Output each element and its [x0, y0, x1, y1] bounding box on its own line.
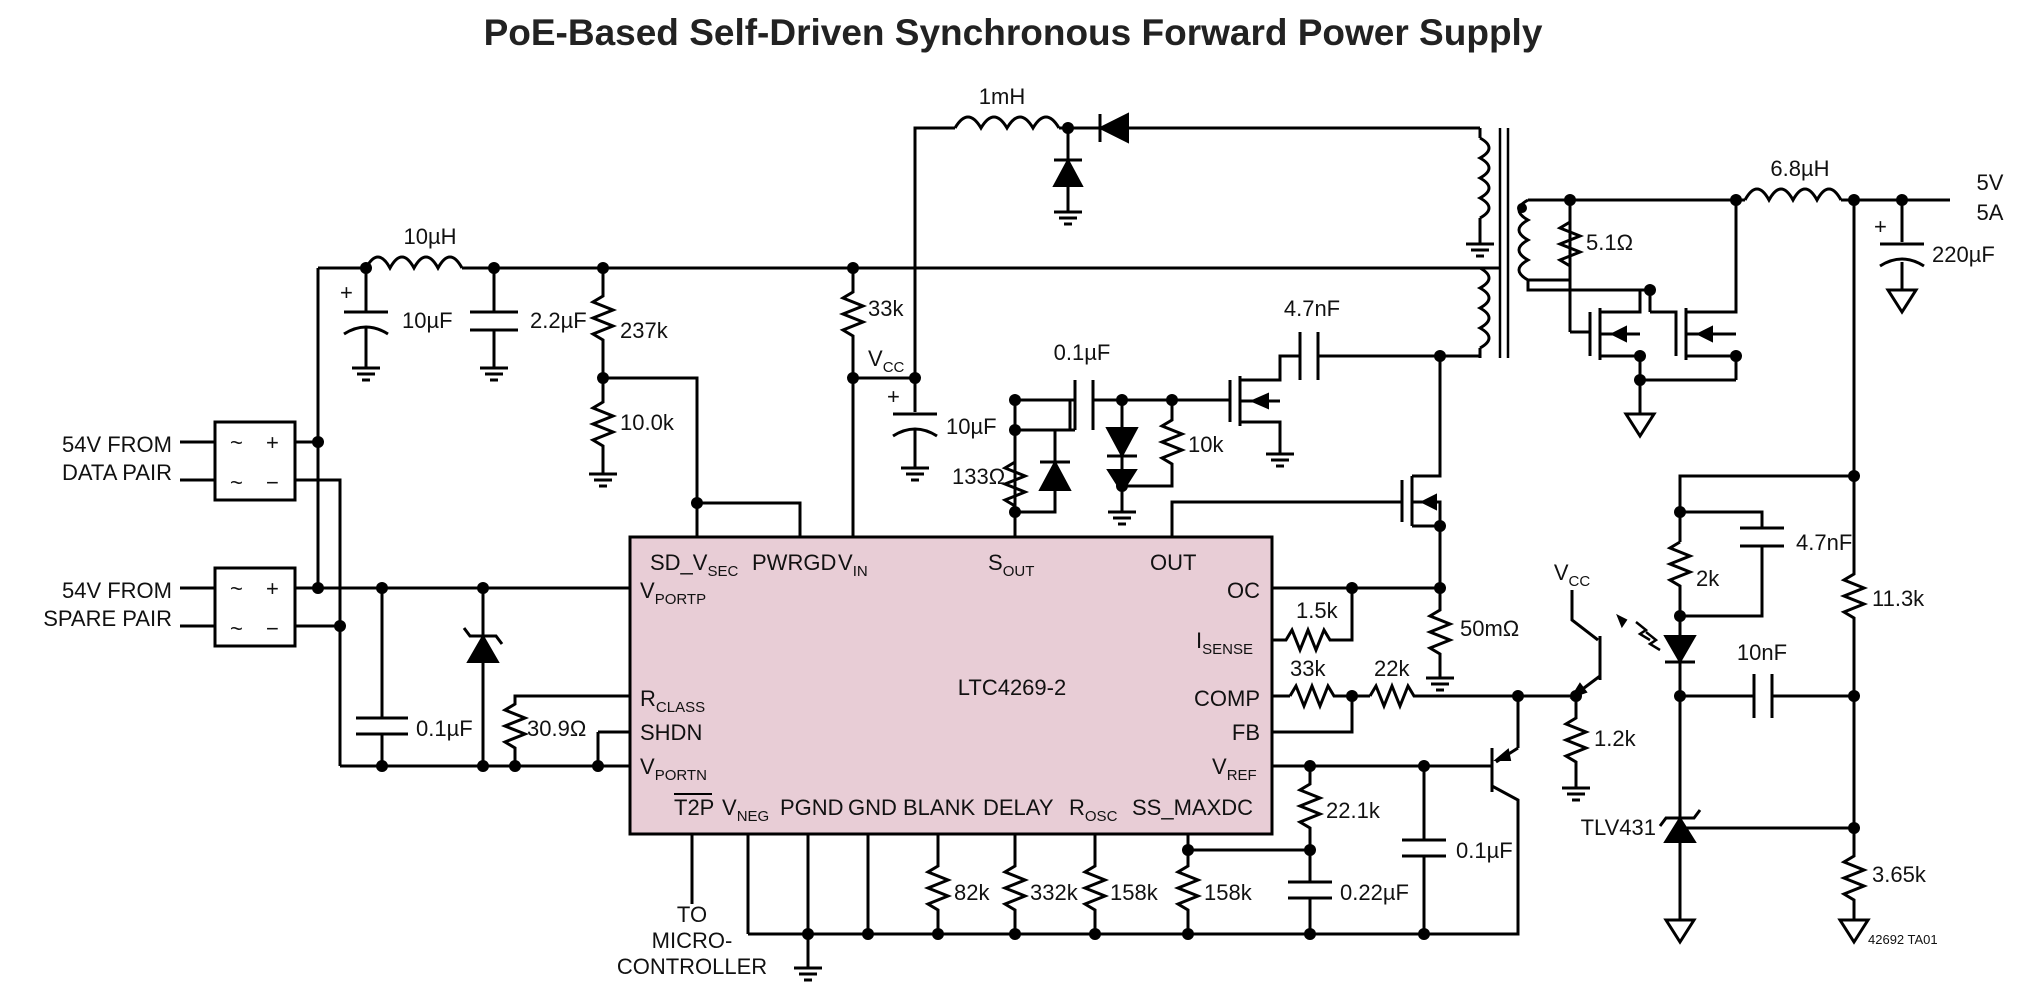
label-l-6-8uh: 6.8µH — [1770, 156, 1829, 181]
svg-text:−: − — [266, 616, 279, 641]
pin-sout: SOUT — [988, 550, 1034, 580]
svg-text:+: + — [266, 576, 279, 601]
label-r-2k: 2k — [1696, 566, 1720, 591]
label-r-22k: 22k — [1374, 656, 1410, 681]
label-r-11-3k: 11.3k — [1872, 586, 1925, 611]
chip-name: LTC4269-2 — [958, 675, 1066, 700]
pin-comp: COMP — [1194, 686, 1260, 711]
label-to-micro-3: CONTROLLER — [617, 954, 767, 979]
label-c-0-22uf: 0.22µF — [1340, 880, 1409, 905]
svg-text:~: ~ — [230, 576, 243, 601]
label-c-220uf: 220µF — [1932, 242, 1995, 267]
label-r-3-65k: 3.65k — [1872, 862, 1927, 887]
bridge-spare-pair: ~ + ~ − — [213, 566, 297, 648]
label-c-2-2uf: 2.2µF — [530, 308, 587, 333]
label-plus-cout: + — [1874, 214, 1887, 239]
label-c-10uf-in: 10µF — [402, 308, 453, 333]
label-54v-data-2: DATA PAIR — [62, 460, 172, 485]
label-c-0-1uf-sout: 0.1µF — [1054, 340, 1111, 365]
label-c-0-1uf-ref: 0.1µF — [1456, 838, 1513, 863]
label-r-1-2k: 1.2k — [1594, 726, 1637, 751]
figure-ref: 42692 TA01 — [1868, 932, 1938, 947]
label-r-30-9: 30.9Ω — [527, 716, 586, 741]
label-tlv431: TLV431 — [1581, 815, 1656, 840]
pin-blank: BLANK — [903, 795, 975, 820]
label-c-10uf-vcc: 10µF — [946, 414, 997, 439]
pin-vin: VIN — [838, 550, 868, 580]
label-r-10k: 10k — [1188, 432, 1224, 457]
optocoupler-arrows — [1616, 613, 1661, 652]
label-r-22-1k: 22.1k — [1326, 798, 1381, 823]
pin-vportp: VPORTP — [640, 578, 706, 608]
pin-delay: DELAY — [983, 795, 1054, 820]
svg-text:~: ~ — [230, 616, 243, 641]
label-54v-data-1: 54V FROM — [62, 432, 172, 457]
pin-sd-vsec: SD_VSEC — [650, 550, 738, 580]
pin-t2p: T2P — [674, 795, 714, 820]
svg-text:+: + — [266, 430, 279, 455]
out-wire — [1170, 500, 1402, 537]
label-r-33k-comp: 33k — [1290, 656, 1326, 681]
label-to-micro-2: MICRO- — [652, 928, 733, 953]
pin-out: OUT — [1150, 550, 1196, 575]
label-vcc-2: VCC — [1554, 560, 1591, 590]
label-54v-spare-2: SPARE PAIR — [43, 606, 172, 631]
label-r-133: 133Ω — [952, 464, 1005, 489]
label-54v-spare-1: 54V FROM — [62, 578, 172, 603]
label-c-0-1uf-in: 0.1µF — [416, 716, 473, 741]
pin-rosc: ROSC — [1069, 795, 1118, 825]
label-r-237k: 237k — [620, 318, 669, 343]
label-c-4-7nf-gate: 4.7nF — [1284, 296, 1340, 321]
title: PoE-Based Self-Driven Synchronous Forwar… — [484, 12, 1543, 53]
label-c-10nf: 10nF — [1737, 640, 1787, 665]
pin-vref: VREF — [1212, 754, 1257, 784]
bridge-data-pair: ~ + ~ − — [213, 420, 297, 502]
pin-oc: OC — [1227, 578, 1260, 603]
label-to-micro-1: TO — [677, 902, 707, 927]
svg-text:~: ~ — [230, 470, 243, 495]
label-vcc-1: VCC — [868, 346, 905, 376]
pin-shdn: SHDN — [640, 720, 702, 745]
label-l-1mh: 1mH — [979, 84, 1025, 109]
pin-pgnd: PGND — [780, 795, 844, 820]
label-r-82k: 82k — [954, 880, 990, 905]
label-plus-cin: + — [340, 280, 353, 305]
label-r-10-0k: 10.0k — [620, 410, 675, 435]
pin-vportn: VPORTN — [640, 754, 707, 784]
pin-vneg: VNEG — [722, 795, 769, 825]
label-output-voltage: 5V — [1977, 170, 2004, 195]
label-r-5-1: 5.1Ω — [1586, 230, 1633, 255]
pin-rclass: RCLASS — [640, 686, 705, 716]
label-r-1-5k: 1.5k — [1296, 598, 1339, 623]
label-r-158k-a: 158k — [1110, 880, 1159, 905]
pin-gnd: GND — [848, 795, 897, 820]
label-c-4-7nf-fb: 4.7nF — [1796, 530, 1852, 555]
label-r-332k: 332k — [1030, 880, 1079, 905]
label-plus-vcc: + — [887, 384, 900, 409]
label-output-current: 5A — [1977, 200, 2004, 225]
svg-text:~: ~ — [230, 430, 243, 455]
label-r-158k-b: 158k — [1204, 880, 1253, 905]
transformer — [1464, 128, 1532, 358]
svg-text:−: − — [266, 470, 279, 495]
label-l-10uh: 10µH — [403, 224, 456, 249]
label-r-50m: 50mΩ — [1460, 616, 1519, 641]
pin-isense: ISENSE — [1196, 628, 1253, 658]
pin-fb: FB — [1232, 720, 1260, 745]
pin-ss-maxdc: SS_MAXDC — [1132, 795, 1253, 820]
chip-ltc4269-2 — [628, 535, 1274, 836]
label-r-33k-top: 33k — [868, 296, 904, 321]
pin-pwrgd: PWRGD — [752, 550, 836, 575]
